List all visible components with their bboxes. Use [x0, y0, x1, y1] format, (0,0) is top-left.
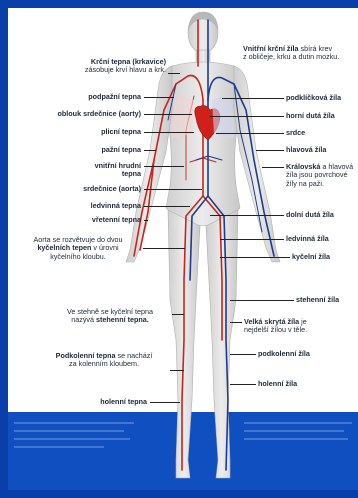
label-pulmonary-artery: plicní tepna: [101, 128, 141, 136]
label-tibial-artery: holenní tepna: [100, 398, 147, 406]
label-superior-vena-cava: horní dutá žíla: [286, 112, 335, 120]
label-inferior-vena-cava: dolní dutá žíla: [286, 211, 334, 219]
label-carotid-artery: Krční tepna (krkavice)zásobuje krví hlav…: [85, 58, 166, 75]
label-radial-artery: vřetenní tepna: [92, 216, 141, 224]
label-brachial-artery: pažní tepna: [101, 146, 141, 154]
label-aorta: srdečnice (aorta): [83, 185, 141, 193]
body-silhouette: [126, 12, 280, 478]
label-popliteal-vein: podkolenní žíla: [258, 350, 310, 358]
label-subclavian-artery: podpažní tepna: [88, 93, 141, 101]
label-heart: srdce: [286, 129, 305, 137]
label-aortic-arch: oblouk srdečnice (aorty): [58, 110, 141, 118]
label-tibial-vein: holenní žíla: [258, 380, 297, 388]
label-renal-vein: ledvinná žíla: [286, 235, 329, 243]
label-iliac-vein: kyčelní žíla: [292, 253, 330, 261]
label-subclavian-vein: podklíčková žíla: [286, 94, 341, 102]
label-renal-artery: ledvinná tepna: [91, 202, 141, 210]
label-femoral-vein: stehenní žíla: [296, 296, 339, 304]
label-cephalic-vein: hlavová žíla: [286, 146, 326, 154]
